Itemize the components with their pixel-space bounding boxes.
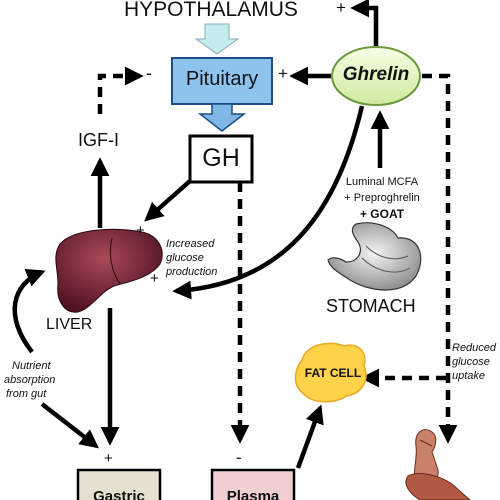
nutrient-to-liver-arrow <box>12 268 46 354</box>
plasma-to-fat-cell-arrow <box>295 404 324 469</box>
bottom-left-plus-sign: + <box>104 450 113 467</box>
stomach-shape <box>327 222 422 291</box>
pituitary-to-gh-arrow <box>197 103 247 132</box>
nutrient-line-1: Nutrient <box>12 360 51 372</box>
liver-plus-sign-right: + <box>150 270 159 287</box>
gh-to-liver-arrow <box>144 179 192 222</box>
increased-glucose-line-3: production <box>166 266 218 278</box>
ghrelin-dashed-right <box>422 73 458 444</box>
reduced-glucose-line-3: uptake <box>452 370 486 382</box>
ghrelin-label: Ghrelin <box>342 64 410 85</box>
stomach-label: STOMACH <box>326 296 416 316</box>
liver-lobe-line <box>109 237 121 285</box>
igf-label: IGF-I <box>78 130 119 150</box>
increased-glucose-line-2: glucose <box>166 252 204 264</box>
hypothalamus-plus-sign: + <box>336 0 346 17</box>
liver-plus-sign-top: + <box>136 222 145 239</box>
stomach-input-line-3: + GOAT <box>359 207 405 221</box>
bottom-left-box-label: Gastric <box>93 488 145 500</box>
liver-label: LIVER <box>46 316 93 333</box>
gh-box <box>188 134 254 184</box>
hypothalamus-label: HYPOTHALAMUS <box>124 0 298 21</box>
stomach-input-line-2: + Preproghrelin <box>344 192 420 204</box>
bottom-middle-box <box>210 468 296 500</box>
increased-glucose-line-1: Increased <box>166 238 215 250</box>
reduced-glucose-line-1: Reduced <box>452 342 497 354</box>
bottom-left-box <box>76 468 162 500</box>
ghrelin-to-liver-curve <box>172 105 365 300</box>
nutrient-line-2: absorption <box>4 374 56 386</box>
stomach-input-line-1: Luminal MCFA <box>345 176 419 188</box>
pituitary-minus-sign: - <box>146 63 152 83</box>
nutrient-line-3: from gut <box>6 388 47 400</box>
pituitary-to-igf-dashed <box>97 66 144 120</box>
pituitary-plus-sign: + <box>278 64 288 83</box>
ghrelin-to-hypothalamus-arrow <box>350 0 379 46</box>
bottom-middle-box-label: Plasma <box>226 488 280 500</box>
pituitary-label: Pituitary <box>185 68 259 90</box>
pituitary-box <box>171 57 273 105</box>
fat-cell-shape <box>294 342 367 403</box>
hypothalamus-to-pituitary-arrow <box>194 23 240 55</box>
liver-shape <box>55 228 163 313</box>
gh-label: GH <box>202 144 240 172</box>
muscle-arm-figure <box>405 429 471 500</box>
fat-cell-label: FAT CELL <box>304 366 362 380</box>
ghrelin-ellipse <box>331 46 421 106</box>
bottom-middle-minus-sign: - <box>236 448 242 467</box>
stomach-folds <box>361 245 411 273</box>
reduced-glucose-line-2: glucose <box>452 356 490 368</box>
nutrient-to-bottom-arrow <box>40 402 99 449</box>
